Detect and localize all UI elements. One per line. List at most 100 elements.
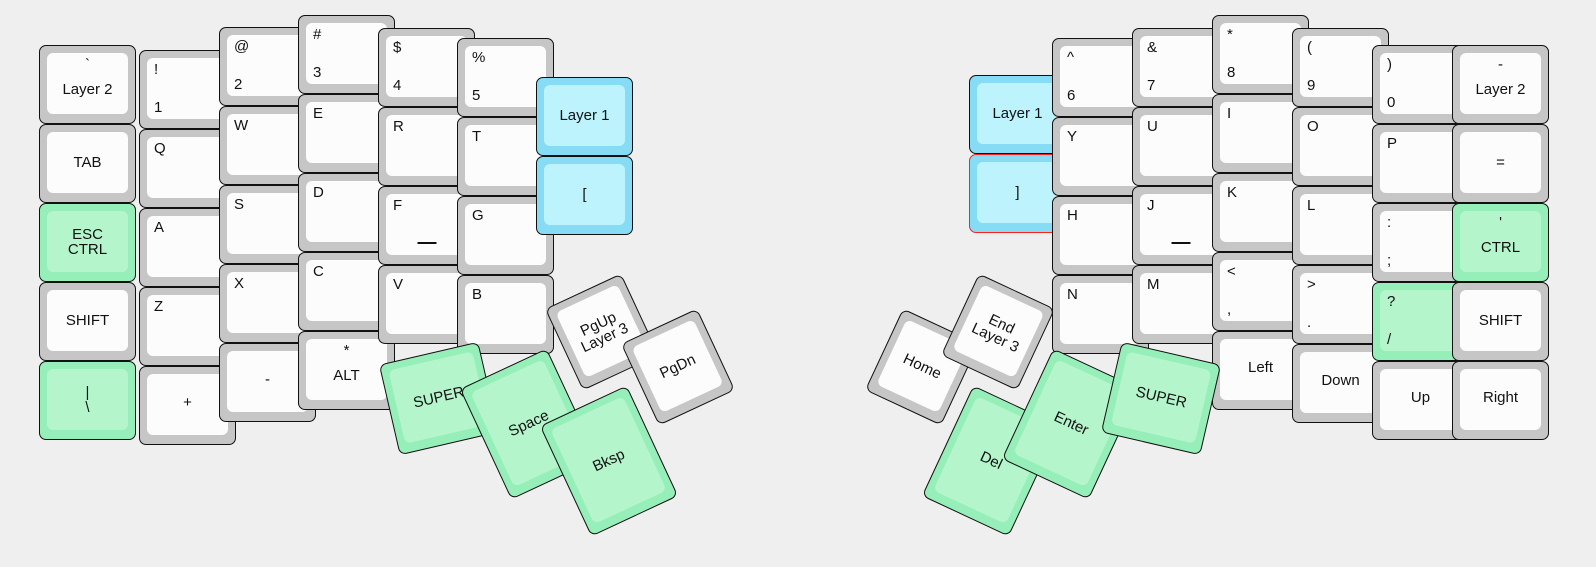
key-legend-line-1: Layer 3 [968, 319, 1022, 357]
keycap: P [1380, 132, 1461, 193]
key-legend-shifted: Z [154, 298, 164, 315]
keycap: Down [1300, 352, 1381, 413]
keycap: :; [1380, 211, 1461, 272]
key-alt[interactable]: *ALT [298, 331, 395, 410]
keycap: Up [1380, 369, 1461, 430]
keycap: ^6 [1060, 46, 1141, 107]
key-legend-main: - [265, 371, 270, 388]
key-layer-2[interactable]: ` Layer 2 [39, 45, 136, 124]
keycap: !1 [147, 58, 228, 119]
key-shift[interactable]: SHIFT [39, 282, 136, 361]
key-legend-main: Up [1410, 389, 1431, 406]
keycap: Q [147, 137, 228, 198]
key-legend-shifted: R [393, 118, 404, 135]
keycap: H [1060, 204, 1141, 265]
keycap: M [1140, 273, 1221, 334]
keycap: I [1220, 102, 1301, 163]
key-legend-shifted: O [1307, 118, 1319, 135]
keycap: PgDn [631, 319, 724, 414]
key-legend-base: / [1387, 331, 1392, 348]
key-legend-base: 3 [313, 64, 322, 81]
keycap: J [1140, 194, 1221, 255]
key-legend-shifted: H [1067, 207, 1078, 224]
key-5[interactable]: %5 [457, 38, 554, 117]
keycap: Right [1460, 369, 1541, 430]
key-g[interactable]: G [457, 196, 554, 275]
key-legend-main: Layer 2 [62, 80, 113, 98]
key-legend-base: 7 [1147, 77, 1156, 94]
key-legend-shifted: ( [1307, 39, 1312, 56]
key-legend-main: = [1496, 154, 1505, 171]
keycap: [ [544, 164, 625, 225]
keycap: $4 [386, 36, 467, 97]
key-legend-shifted: # [313, 26, 322, 43]
keycap: ?/ [1380, 290, 1461, 351]
keycap: N [1060, 283, 1141, 344]
keycap: B [465, 283, 546, 344]
keycap: <, [1220, 260, 1301, 321]
keycap: Bksp [550, 396, 667, 525]
key-tab[interactable]: TAB [39, 124, 136, 203]
key-legend-main: [ [582, 186, 587, 203]
key-legend-shifted: : [1387, 214, 1392, 231]
key-legend-main: Home [900, 349, 945, 383]
keycap: Layer 1 [977, 83, 1058, 144]
key-legend-main: ] [1015, 184, 1020, 201]
key-legend-main: Left [1247, 359, 1274, 376]
key-legend-shifted: D [313, 184, 324, 201]
keycap: Y [1060, 125, 1141, 186]
key-legend-shifted: * [343, 342, 350, 359]
key-layer-1[interactable]: Layer 1 [536, 77, 633, 156]
key-layer-2[interactable]: -Layer 2 [1452, 45, 1549, 124]
keycap: SHIFT [1460, 290, 1541, 351]
key-legend-shifted: ! [154, 61, 159, 78]
key-ctrl[interactable]: 'CTRL [1452, 203, 1549, 282]
keycap: >. [1300, 273, 1381, 334]
key-legend-base: 6 [1067, 87, 1076, 104]
keycap: ` Layer 2 [47, 53, 128, 114]
key-legend-main: TAB [73, 154, 102, 171]
keycap: F [386, 194, 467, 255]
key-legend-main: Bksp [589, 445, 628, 475]
key-legend-base: ; [1387, 252, 1392, 269]
keycap: D [306, 181, 387, 242]
keycap: #3 [306, 23, 387, 84]
key-legend-shifted: S [234, 196, 245, 213]
keycap: 'CTRL [1460, 211, 1541, 272]
key-legend-main: PgDn [656, 350, 699, 382]
key-right[interactable]: Right [1452, 361, 1549, 440]
key-9[interactable]: (9 [1292, 28, 1389, 107]
key-legend-shifted: % [472, 49, 486, 66]
key-legend-base: . [1307, 314, 1312, 331]
key-legend-main: + [183, 394, 192, 411]
homing-bar [1171, 242, 1190, 244]
key-legend-base: 2 [234, 76, 243, 93]
keycap: TAB [47, 132, 128, 193]
key-[interactable]: = [1452, 124, 1549, 203]
keycap: @2 [227, 35, 308, 96]
key-legend-shifted: $ [393, 39, 402, 56]
key-[interactable]: + [139, 366, 236, 445]
key-legend-shifted: P [1387, 135, 1398, 152]
key-legend-main: SHIFT [1478, 312, 1523, 329]
key-b[interactable]: B [457, 275, 554, 354]
key-legend-base: 5 [472, 87, 481, 104]
key-shift[interactable]: SHIFT [1452, 282, 1549, 361]
key-[interactable]: ] [969, 154, 1066, 233]
keycap: C [306, 260, 387, 321]
key-super[interactable]: SUPER [1100, 341, 1222, 456]
key-[interactable]: [ [536, 156, 633, 235]
keycap: |\ [47, 369, 128, 430]
keycap: U [1140, 115, 1221, 176]
keycap: S [227, 193, 308, 254]
key-legend-line-0: PgUp [577, 308, 620, 340]
key-legend-shifted: ` [85, 56, 90, 73]
keycap: R [386, 115, 467, 176]
key-[interactable]: |\ [39, 361, 136, 440]
keycap: Left [1220, 339, 1301, 400]
key-legend-shifted: ) [1387, 56, 1392, 73]
